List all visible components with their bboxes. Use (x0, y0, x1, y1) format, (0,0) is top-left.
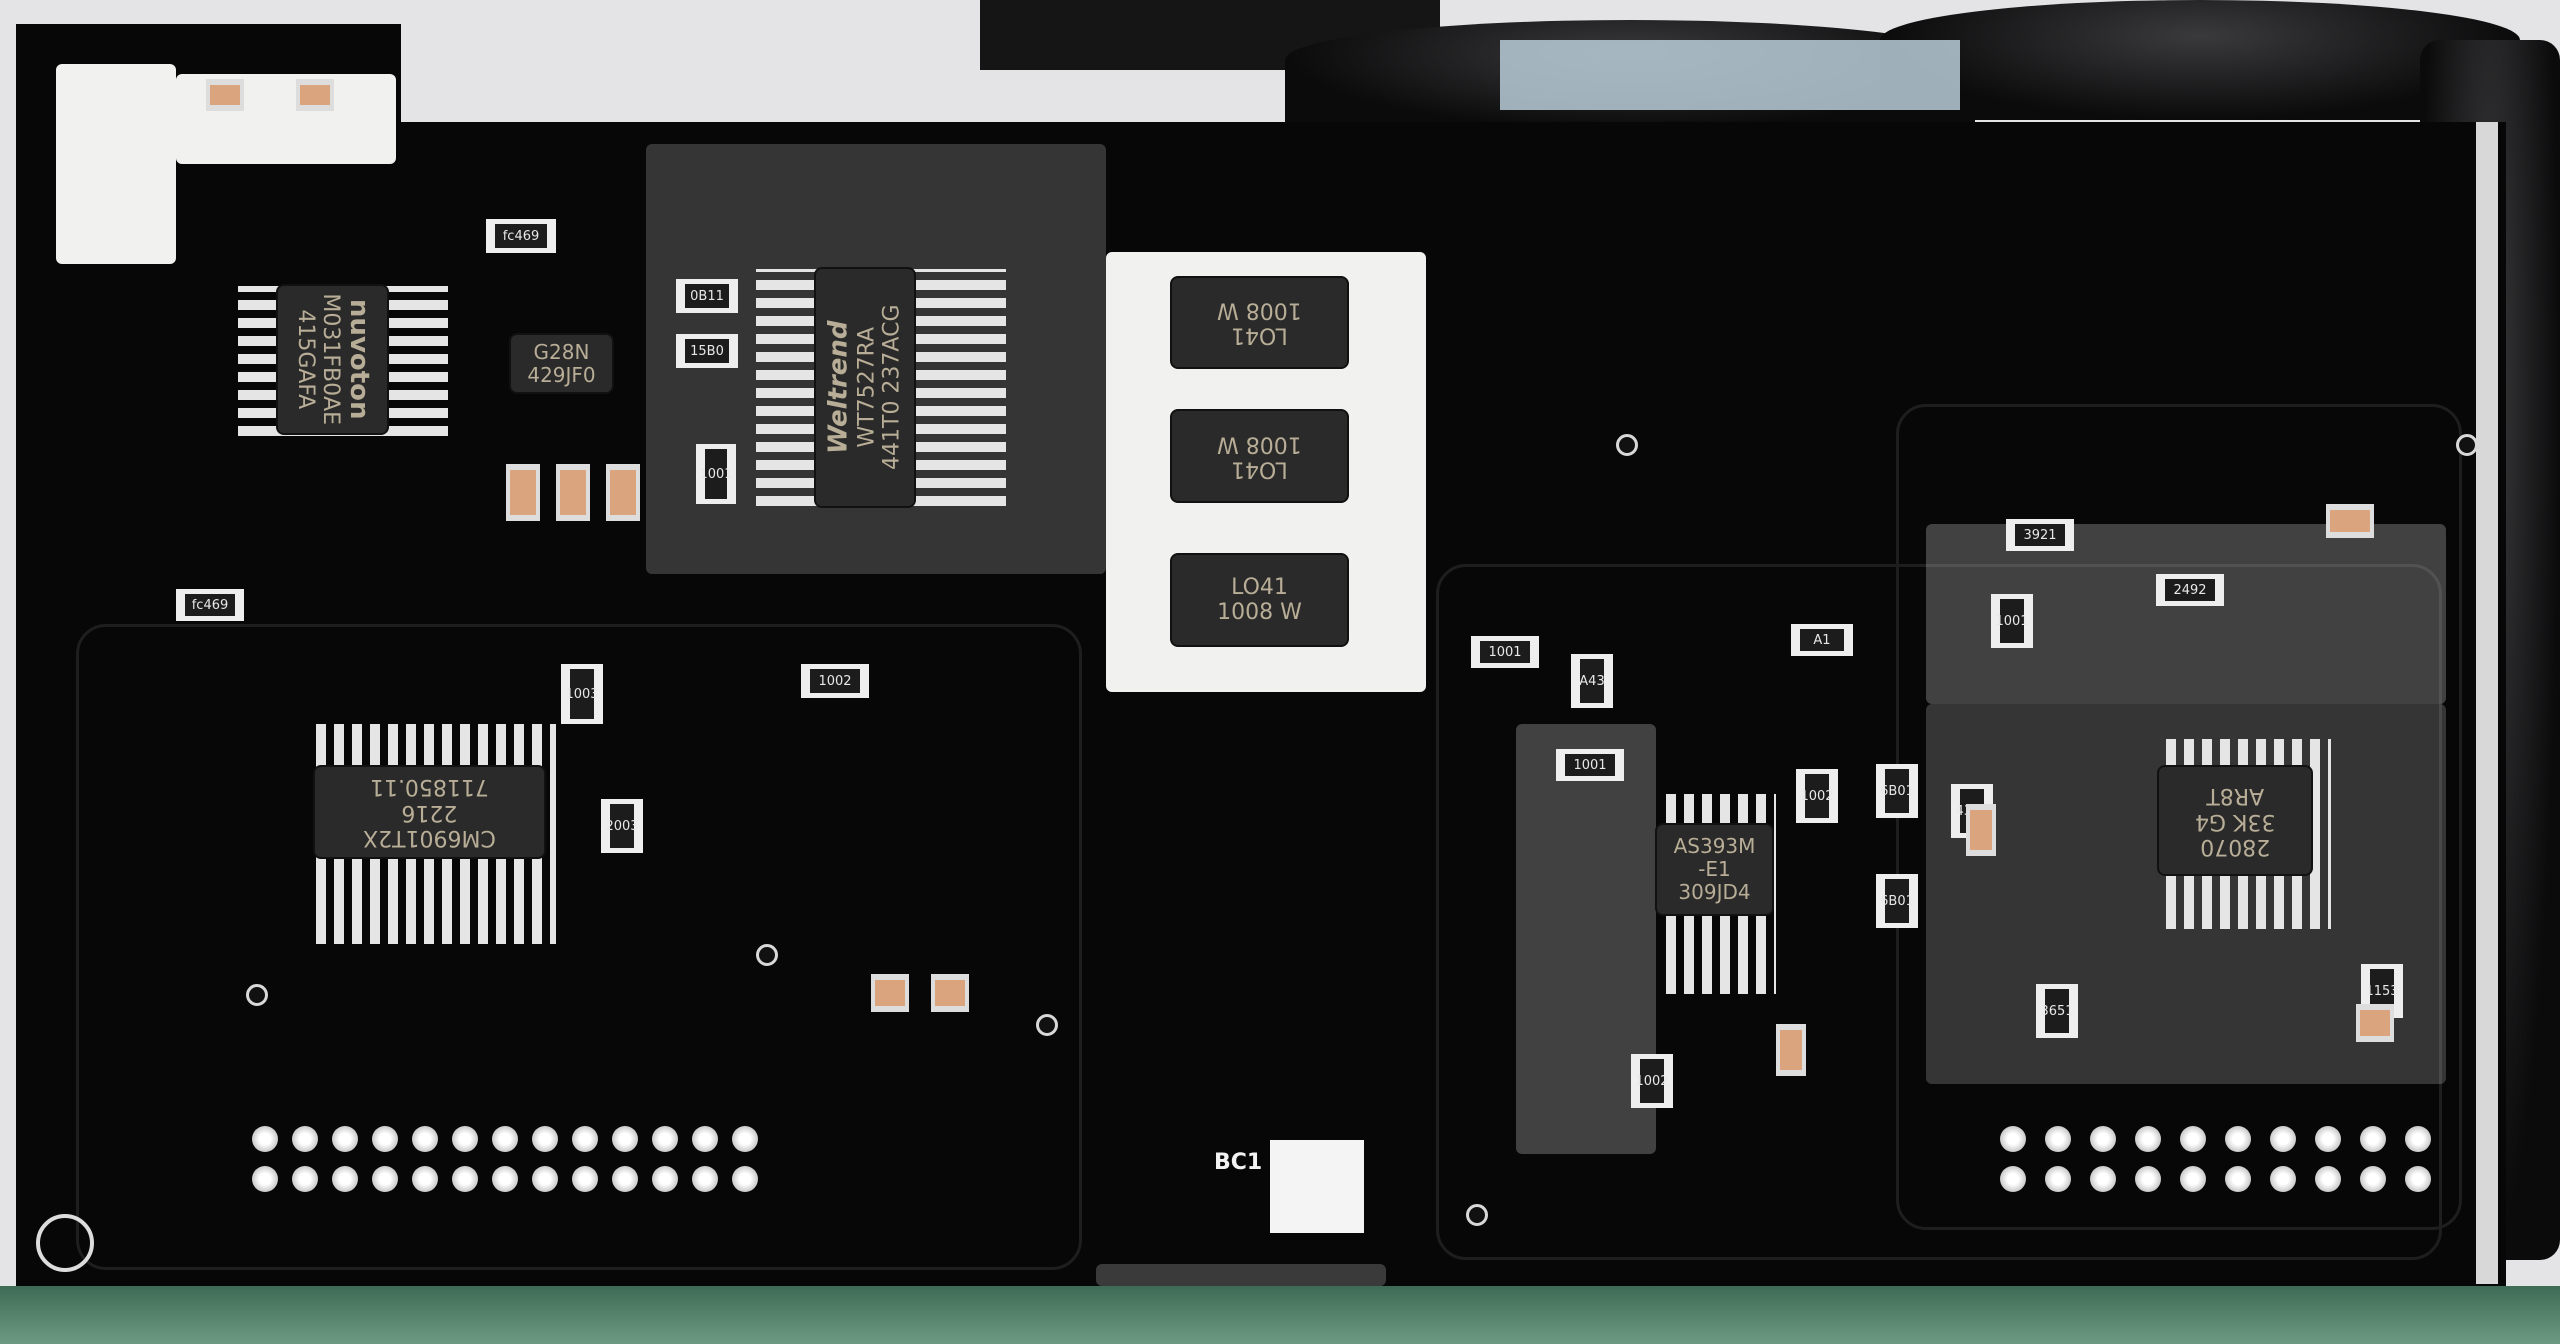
smd-resistor: fc469 (176, 589, 244, 621)
via (246, 984, 268, 1006)
smd-resistor: 1001 (696, 444, 736, 504)
chip-marking: 441T0 237ACG (879, 304, 905, 471)
chip-brand: Weltrend (823, 320, 854, 455)
pin-header-right (2000, 1126, 2431, 1192)
smd-resistor: 1001 (1556, 749, 1624, 781)
smd-resistor: 1002 (1631, 1054, 1673, 1108)
smd-capacitor (1776, 1024, 1806, 1076)
smd-resistor: A1 (1791, 624, 1853, 656)
smd-capacitor (2326, 504, 2374, 538)
smd-resistor: 2492 (2156, 574, 2224, 606)
background-green-board (0, 1286, 2560, 1344)
smd-resistor: 3651 (2036, 984, 2078, 1038)
smd-resistor: A43 (1571, 654, 1613, 708)
smd-capacitor (556, 464, 590, 521)
smd-capacitor (1966, 804, 1996, 856)
chip-marking: 1008 W (1217, 297, 1302, 323)
chip-marking: 415GAFA (292, 309, 318, 410)
smd-resistor: 1003 (561, 664, 603, 724)
optocoupler-chip: LO41 1008 W (1172, 278, 1347, 367)
mounting-hole (36, 1214, 94, 1272)
smd-resistor: 6B01 (1876, 764, 1918, 818)
chip-marking: 28070 (2200, 833, 2270, 859)
chip-marking: LO41 (1231, 456, 1288, 482)
smd-capacitor (296, 79, 334, 111)
chip-marking: -E1 (1698, 857, 1731, 881)
smd-capacitor (206, 79, 244, 111)
smd-resistor: 0B11 (676, 279, 738, 313)
board-edge (2476, 104, 2498, 1284)
optocoupler-chip: LO41 1008 W (1172, 411, 1347, 501)
via (1466, 1204, 1488, 1226)
chip-marking: 33K G4 (2194, 808, 2276, 834)
via (2456, 434, 2478, 456)
smd-resistor: 2003 (601, 799, 643, 853)
via (756, 944, 778, 966)
chip-marking: CM6901T2X (363, 824, 496, 850)
chip-marking: WT7527RA (854, 327, 880, 448)
pad-area (56, 64, 176, 264)
smd-resistor: fc469 (486, 219, 556, 253)
trace (76, 624, 1082, 1270)
smd-capacitor (606, 464, 640, 521)
smd-resistor: 15B0 (676, 334, 738, 368)
via (1036, 1014, 1058, 1036)
pin-header-left (252, 1126, 758, 1192)
pfc-pwm-controller-chip: CM6901T2X 2216 711850.11 (315, 767, 544, 857)
smd-resistor: 1001 (1991, 594, 2033, 648)
smd-capacitor (931, 974, 969, 1012)
smd-resistor: 1002 (801, 664, 869, 698)
chip-marking: 711850.11 (370, 774, 489, 800)
chip-marking: 1008 W (1217, 431, 1302, 456)
chip-marking: 1008 W (1217, 600, 1302, 625)
smd-resistor: 3921 (2006, 519, 2074, 551)
smd-resistor: 6B01 (1876, 874, 1918, 928)
chip-marking: 2216 (401, 799, 458, 825)
chip-marking: G28N (533, 339, 590, 364)
chip-marking: LO41 (1231, 322, 1288, 348)
chip-marking: 429JF0 (527, 362, 596, 387)
smd-capacitor (871, 974, 909, 1012)
bc1-test-pad (1270, 1140, 1364, 1233)
nuvoton-mcu-chip: nuvoton M031FB0AE 415GAFA (278, 286, 387, 433)
chip-marking: AR8T (2206, 782, 2264, 808)
capacitor-label-band (1500, 40, 1960, 110)
weltrend-supervisor-chip: Weltrend WT7527RA 441T0 237ACG (816, 269, 914, 506)
chip-marking: LO41 (1231, 574, 1288, 600)
smd-resistor: 1001 (1471, 636, 1539, 668)
solder-joint-bottom (1096, 1264, 1386, 1286)
comparator-chip: AS393M -E1 309JD4 (1657, 825, 1772, 914)
bc1-silkscreen-label: BC1 (1214, 1150, 1263, 1175)
voltage-regulator-chip: G28N 429JF0 (511, 335, 612, 392)
electrolytic-capacitor (1880, 0, 2520, 120)
chip-marking: 309JD4 (1678, 880, 1751, 904)
chip-marking: M031FB0AE (317, 293, 343, 426)
smd-capacitor (506, 464, 540, 521)
smd-capacitor (2356, 1004, 2394, 1042)
chip-marking: AS393M (1673, 834, 1756, 858)
optocoupler-chip: LO41 1008 W (1172, 555, 1347, 645)
ti-controller-chip: 28070 33K G4 AR8T (2159, 767, 2311, 874)
pcb-board: nuvoton M031FB0AE 415GAFA G28N 429JF0 We… (16, 24, 2506, 1286)
chip-brand: nuvoton (343, 299, 374, 420)
smd-resistor: 1002 (1796, 769, 1838, 823)
via (1616, 434, 1638, 456)
trace (1436, 564, 2442, 1260)
